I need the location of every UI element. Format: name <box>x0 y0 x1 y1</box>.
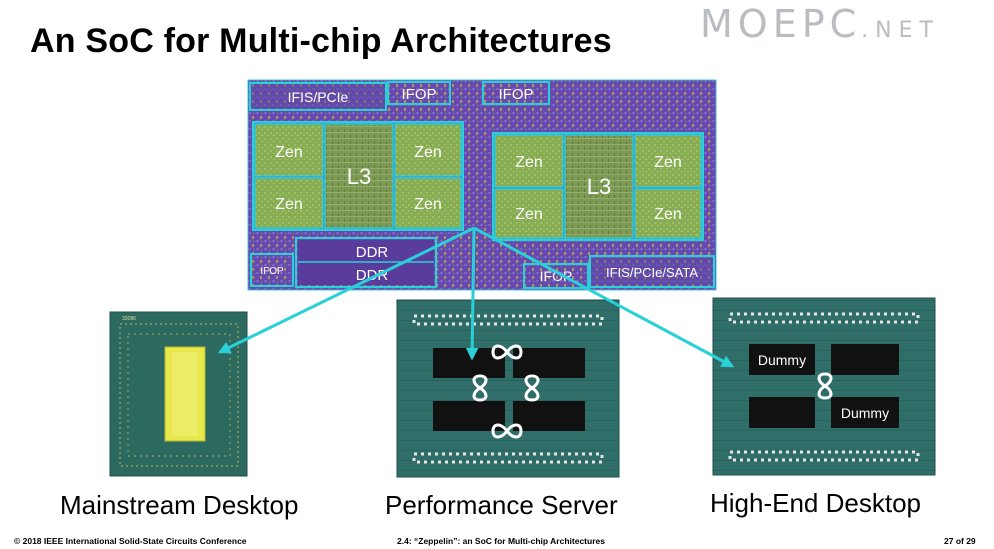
caption-high-end-desktop: High-End Desktop <box>710 488 921 518</box>
package-hedt-dummy-label-2: Dummy <box>841 405 889 421</box>
die-label-ddr-1: DDR <box>356 244 389 261</box>
die-label-zen-1: Zen <box>275 144 303 161</box>
die-label-l3-left: L3 <box>347 164 371 189</box>
die-block-ifis-pcie-sata <box>589 255 715 288</box>
package-high-end-desktop: Dummy Dummy <box>712 297 936 476</box>
die-label-l3-right: L3 <box>587 174 611 199</box>
die-label-ifis-pcie: IFIS/PCIe <box>288 89 349 105</box>
footer-copyright: © 2018 IEEE International Solid-State Ci… <box>14 536 247 546</box>
package-mainstream-desktop: 32086 <box>109 311 248 477</box>
package-performance-server <box>396 299 620 478</box>
caption-mainstream-desktop: Mainstream Desktop <box>60 490 299 520</box>
die-label-zen-5: Zen <box>515 154 543 171</box>
die-label-zen-8: Zen <box>654 206 682 223</box>
watermark-brand: MOEPC <box>700 2 862 46</box>
die-ccx-left <box>252 121 464 231</box>
arrow-to-hedt <box>473 226 735 368</box>
die-label-zen-2: Zen <box>275 196 303 213</box>
arrow-to-server <box>465 227 479 361</box>
die-block-ddr <box>295 237 437 288</box>
die-ccx-right <box>492 132 704 241</box>
die-label-zen-4: Zen <box>414 196 442 213</box>
die-block-ifop-bottom <box>523 263 589 289</box>
die-label-zen-3: Zen <box>414 144 442 161</box>
die-block-ifis-pcie <box>249 82 387 111</box>
die-block-ifop-left <box>250 253 294 287</box>
die-label-ifis-pcie-sata: IFIS/PCIe/SATA <box>606 265 698 280</box>
die-label-zen-6: Zen <box>515 206 543 223</box>
die-block-ifop-top-1 <box>387 81 451 105</box>
die-label-ifop-top-2: IFOP <box>498 86 533 103</box>
die-label-zen-7: Zen <box>654 154 682 171</box>
footer-session: 2.4: “Zeppelin”: an SoC for Multi-chip A… <box>397 536 605 546</box>
watermark-suffix: .NET <box>861 18 940 43</box>
die-label-ddr-2: DDR <box>356 267 389 284</box>
die-label-ifop-left: IFOP <box>260 266 284 277</box>
watermark-logo: MOEPC.NET <box>700 2 940 46</box>
die-label-ifop-top-1: IFOP <box>401 86 436 103</box>
arrow-to-mainstream <box>217 226 475 354</box>
slide-title: An SoC for Multi-chip Architectures <box>30 22 612 60</box>
die-block-ifop-top-2 <box>482 81 550 105</box>
footer-page-number: 27 of 29 <box>944 536 976 546</box>
die-shot <box>247 79 717 291</box>
package-mainstream-mark: 32086 <box>122 316 136 322</box>
package-hedt-dummy-label-1: Dummy <box>758 352 806 368</box>
caption-performance-server: Performance Server <box>385 490 618 520</box>
die-label-ifop-bottom: IFOP <box>540 268 573 284</box>
